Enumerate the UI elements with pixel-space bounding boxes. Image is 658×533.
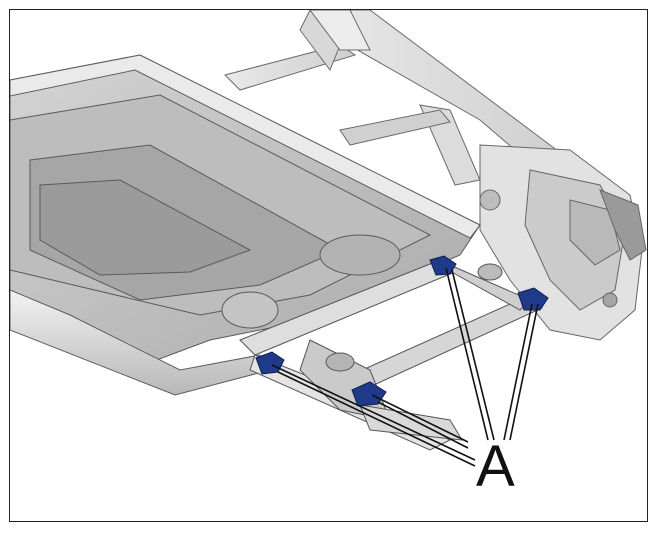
mounting-bracket-icon [517, 287, 549, 311]
mounting-bracket-icon [351, 381, 387, 407]
front-end-structure [479, 144, 647, 341]
mounting-bracket-icon [255, 351, 285, 375]
vehicle-underbody-illustration [10, 10, 647, 467]
diagram-frame: A [9, 9, 648, 522]
upper-body-structure [224, 10, 571, 186]
mounting-points [255, 255, 549, 407]
callout-leaders [271, 267, 539, 467]
callout-label-a: A [476, 434, 515, 499]
mounting-bracket-icon [429, 255, 457, 276]
